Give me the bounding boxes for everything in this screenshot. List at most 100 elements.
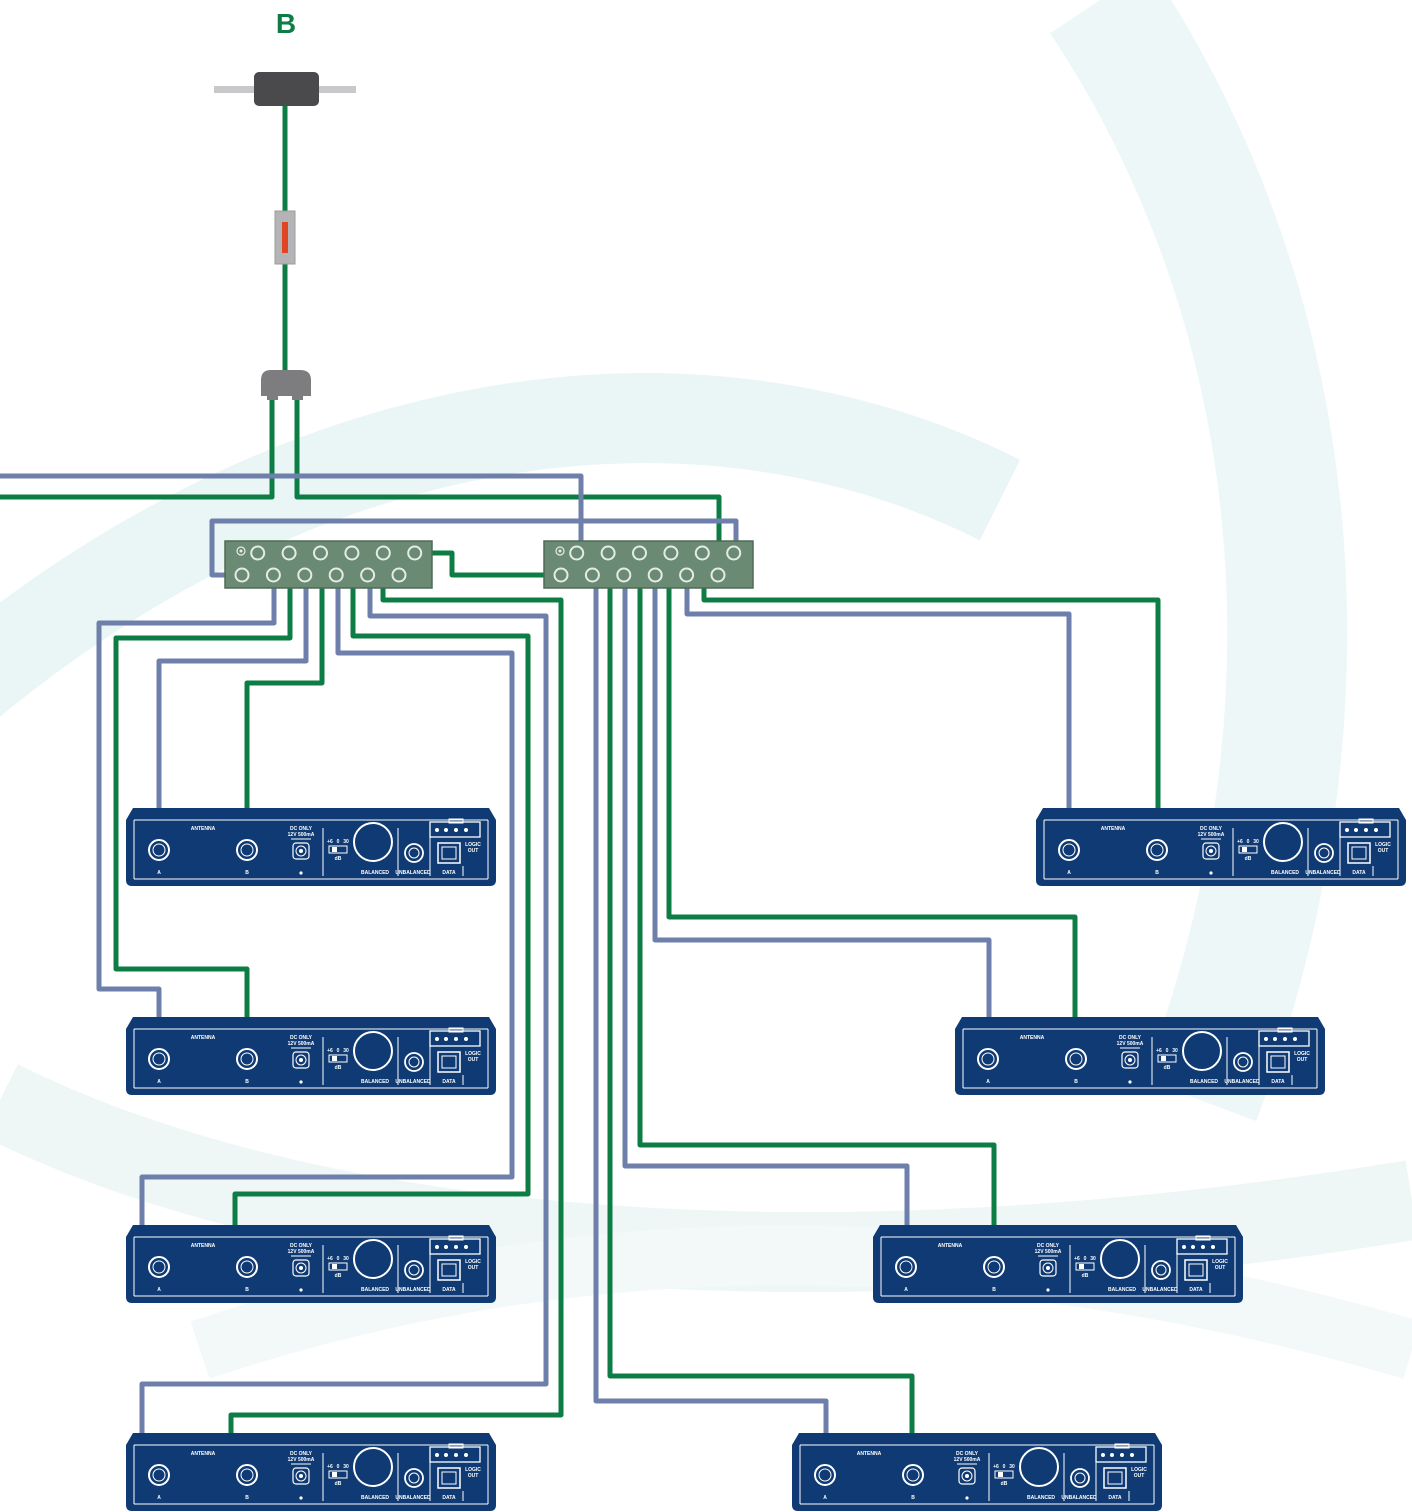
cable-green-to-left-offscreen xyxy=(0,398,275,500)
splitter-right-jack xyxy=(726,545,742,561)
splitter-left-jack xyxy=(313,545,328,561)
receiver-right-2-port-label-b: B xyxy=(1074,1079,1078,1085)
inline-amplifier xyxy=(274,210,296,265)
receiver-left-1-port-label-a: A xyxy=(157,870,161,876)
receiver-left-3-unbalanced-label: UNBALANCED xyxy=(395,1287,431,1293)
cable-blue-to-left-rx2 xyxy=(96,575,277,1052)
receiver-left-4-logic-pin xyxy=(435,1453,439,1457)
receiver-right-1-unbalanced-label: UNBALANCED xyxy=(1305,870,1341,876)
receiver-left-3-logic-pin xyxy=(464,1245,468,1249)
splitter-right-power-jack xyxy=(555,546,565,556)
receiver-left-3-balanced-label: BALANCED xyxy=(361,1287,389,1293)
cable-green-to-right-rx2 xyxy=(666,553,1078,1052)
splitter-right xyxy=(543,540,754,589)
receiver-right-1-gain-step-2: 0 xyxy=(1247,839,1250,845)
receiver-left-1-port-label-b: B xyxy=(245,870,249,876)
receiver-left-4-port-label-a: A xyxy=(157,1495,161,1501)
receiver-left-4-db-label: dB xyxy=(335,1481,342,1487)
receiver-right-3-logic-label: LOGIC xyxy=(1212,1259,1228,1265)
receiver-right-2-data-port xyxy=(1266,1051,1290,1073)
y-connector-leg-right xyxy=(292,392,303,400)
receiver-right-4-antenna-label: ANTENNA xyxy=(857,1451,882,1457)
receiver-left-2-port-label-b: B xyxy=(245,1079,249,1085)
receiver-right-1-dc-dot xyxy=(1209,871,1213,875)
receiver-left-2-logic-terminal xyxy=(429,1030,481,1047)
cable-blue-to-right-rx2 xyxy=(652,575,992,1052)
receiver-left-2-port-label-a: A xyxy=(157,1079,161,1085)
receiver-left-3-unbalanced-connector xyxy=(404,1260,424,1280)
receiver-right-4-gain-switch xyxy=(994,1470,1014,1479)
receiver-right-4-dc-jack xyxy=(961,1470,973,1482)
receiver-left-3-data-label: DATA xyxy=(442,1287,456,1293)
receiver-right-4-db-label: dB xyxy=(1001,1481,1008,1487)
receiver-left-1-antenna-label: ANTENNA xyxy=(191,826,216,832)
receiver-right-3-logic-terminal xyxy=(1176,1238,1228,1255)
receiver-left-1-logic-pin xyxy=(464,828,468,832)
receiver-right-1-gain-step-1: +6 xyxy=(1237,839,1243,845)
receiver-left-3-gain-switch-knob xyxy=(332,1264,337,1269)
receiver-left-1-dc-pin xyxy=(299,849,303,853)
receiver-right-1-logic-tab xyxy=(1358,818,1374,824)
receiver-left-3-body xyxy=(126,1225,496,1303)
receiver-right-2-gain-switch xyxy=(1157,1054,1177,1063)
receiver-right-3-gain-switch xyxy=(1075,1262,1095,1271)
receiver-left-4-balanced-label: BALANCED xyxy=(361,1495,389,1501)
receiver-right-3-port-label-a: A xyxy=(904,1287,908,1293)
receiver-right-2-db-label: dB xyxy=(1164,1065,1171,1071)
receiver-right-3-logic-pin xyxy=(1182,1245,1186,1249)
receiver-right-4-gain-step-3: 30 xyxy=(1009,1464,1015,1470)
receiver-right-2-logic-pin xyxy=(1264,1037,1268,1041)
cable-blue-to-right-rx4 xyxy=(593,575,829,1468)
receiver-right-3-balanced-connector xyxy=(1100,1239,1140,1279)
receiver-right-3-unbalanced-label: UNBALANCED xyxy=(1142,1287,1178,1293)
receiver-right-4-logic-pin xyxy=(1101,1453,1105,1457)
receiver-right-1-unbalanced-connector xyxy=(1314,843,1334,863)
cable-green-antenna-to-right-splitter xyxy=(294,398,722,572)
receiver-left-2-data-port xyxy=(437,1051,461,1073)
receiver-right-4-dc-dot xyxy=(965,1496,969,1500)
receiver-right-3-logic-pin xyxy=(1201,1245,1205,1249)
cable-blue-to-right-rx1 xyxy=(684,575,1072,845)
receiver-left-1-out-label: OUT xyxy=(468,848,479,854)
receiver-right-4-dc-rating: 12V 500mA xyxy=(954,1457,981,1463)
receiver-left-1-body xyxy=(126,808,496,886)
receiver-right-2-data-label: DATA xyxy=(1271,1079,1285,1085)
receiver-right-4-data-label: DATA xyxy=(1108,1495,1122,1501)
receiver-right-3-antenna-port-inner xyxy=(987,1260,1001,1274)
receiver-left-3-dc-pin xyxy=(299,1266,303,1270)
receiver-left-4-antenna-port-inner xyxy=(152,1468,166,1482)
receiver-left-1-balanced-connector xyxy=(353,822,393,862)
receiver-left-1-logic-pin xyxy=(454,828,458,832)
receiver-right-1-dc-label: DC ONLY xyxy=(1200,826,1223,832)
receiver-right-3-data-port-inner xyxy=(1188,1263,1204,1277)
receiver-left-4-antenna-port-inner xyxy=(240,1468,254,1482)
splitter-right-jack xyxy=(569,545,585,561)
receiver-right-1-logic-label: LOGIC xyxy=(1375,842,1391,848)
receiver-left-3-gain-switch xyxy=(328,1262,348,1271)
receiver-left-1-antenna-port-inner xyxy=(240,843,254,857)
receiver-left-4-logic-terminal xyxy=(429,1446,481,1463)
receiver-left-1-gain-step-3: 30 xyxy=(343,839,349,845)
receiver-right-1-dc-jack xyxy=(1205,845,1217,857)
receiver-left-4-dc-rating: 12V 500mA xyxy=(288,1457,315,1463)
receiver-right-2-dc-jack xyxy=(1124,1054,1136,1066)
receiver-left-1-gain-step-1: +6 xyxy=(327,839,333,845)
receiver-right-1-dc-pin xyxy=(1209,849,1213,853)
receiver-right-3-logic-pin xyxy=(1191,1245,1195,1249)
receiver-left-2-data-port-inner xyxy=(441,1055,457,1069)
receiver-right-1-logic-pin xyxy=(1345,828,1349,832)
splitter-right-jack xyxy=(694,545,710,561)
receiver-left-2-antenna-port-inner xyxy=(152,1052,166,1066)
receiver-left-4-dc-dot xyxy=(299,1496,303,1500)
receiver-left-1-balanced-label: BALANCED xyxy=(361,870,389,876)
cable-layer xyxy=(0,105,1161,1468)
receiver-right-1-gain-switch xyxy=(1238,845,1258,854)
splitter-right-jack xyxy=(663,545,679,561)
receiver-left-2-db-label: dB xyxy=(335,1065,342,1071)
receiver-right-2-gain-step-2: 0 xyxy=(1166,1048,1169,1054)
receiver-right-3-dc-dot xyxy=(1046,1288,1050,1292)
receiver-left-1-gain-step-2: 0 xyxy=(337,839,340,845)
